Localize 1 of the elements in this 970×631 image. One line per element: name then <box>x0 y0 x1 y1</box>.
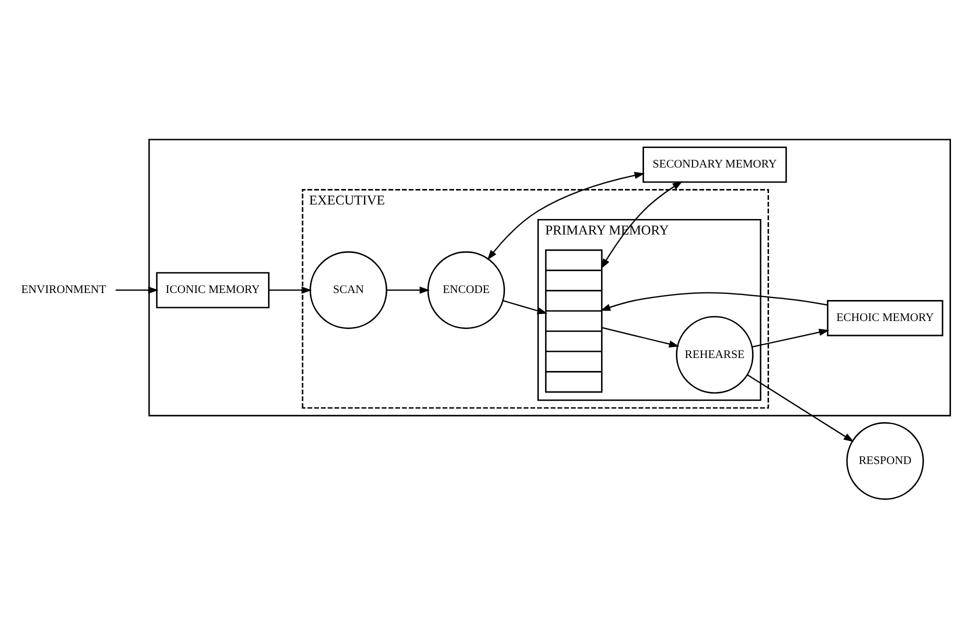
node-text: ENVIRONMENT <box>21 283 106 296</box>
